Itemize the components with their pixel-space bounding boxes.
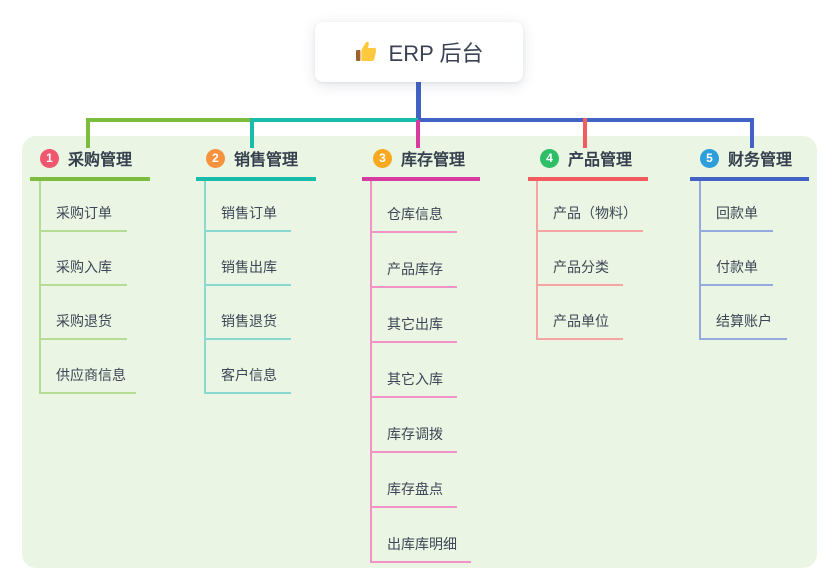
subnode-underline [39,230,127,232]
branch-underline-1 [30,177,150,181]
subnode-underline [370,451,457,453]
root-label: ERP 后台 [388,41,484,66]
branch-underline-3 [362,177,480,181]
subnode-underline [699,284,773,286]
branch-node-3[interactable]: 3 库存管理 [373,147,465,169]
subnode-underline [39,392,136,394]
column-connector-1 [39,181,41,394]
subnode-underline [370,341,457,343]
branch-label-2: 销售管理 [234,152,299,169]
subnode-label[interactable]: 销售订单 [221,205,277,221]
branch-underline-4 [528,177,648,181]
branch-node-1[interactable]: 1 采购管理 [40,147,132,169]
subnode-label[interactable]: 回款单 [716,205,758,221]
branch-label-4: 产品管理 [568,152,633,169]
bus-segment-green [86,118,252,122]
branch-badge-3: 3 [373,148,392,168]
subnode-underline [370,561,471,563]
subnode-label[interactable]: 采购退货 [56,313,112,329]
branch-node-5[interactable]: 5 财务管理 [700,147,792,169]
subnode-label[interactable]: 销售退货 [221,313,277,329]
branch-badge-5: 5 [700,148,719,168]
subnode-underline [370,286,457,288]
column-connector-3 [370,181,372,563]
subnode-underline [536,338,623,340]
subnode-label[interactable]: 产品库存 [387,261,443,277]
branch-label-5: 财务管理 [728,152,793,169]
column-connector-4 [536,181,538,340]
subnode-underline [536,284,623,286]
branch-node-4[interactable]: 4 产品管理 [540,147,632,169]
subnode-label[interactable]: 客户信息 [221,367,277,383]
subnode-underline [699,230,773,232]
root-node[interactable]: ERP 后台 [315,22,523,82]
subnode-label[interactable]: 采购订单 [56,205,112,221]
branch-underline-5 [690,177,809,181]
branch-drop-3 [416,120,420,148]
branch-badge-2: 2 [206,148,225,168]
subnode-label[interactable]: 产品分类 [553,259,609,275]
column-connector-5 [699,181,701,340]
subnode-underline [204,284,291,286]
branch-label-3: 库存管理 [401,152,466,169]
subnode-underline [39,338,127,340]
thumbs-up-icon [355,40,379,64]
connector-root-drop [416,82,421,122]
subnode-label[interactable]: 出库库明细 [387,536,457,552]
subnode-underline [370,396,457,398]
subnode-label[interactable]: 产品单位 [553,313,609,329]
subnode-label[interactable]: 仓库信息 [387,206,443,222]
subnode-label[interactable]: 其它出库 [387,316,443,332]
subnode-underline [39,284,127,286]
branch-drop-1 [86,118,90,148]
subnode-label[interactable]: 付款单 [716,259,758,275]
subnode-label[interactable]: 库存调拨 [387,426,443,442]
branch-badge-4: 4 [540,148,559,168]
branch-badge-1: 1 [40,148,59,168]
branch-drop-2 [250,118,254,148]
subnode-underline [204,392,291,394]
subnode-label[interactable]: 采购入库 [56,259,112,275]
branch-drop-4 [583,118,587,148]
subnode-underline [370,231,457,233]
branch-node-2[interactable]: 2 销售管理 [206,147,298,169]
subnode-label[interactable]: 供应商信息 [56,367,126,383]
subnode-label[interactable]: 库存盘点 [387,481,443,497]
subnode-label[interactable]: 产品（物料） [553,205,637,221]
branches-panel [22,136,817,568]
subnode-underline [204,338,291,340]
subnode-label[interactable]: 结算账户 [716,313,772,329]
subnode-underline [699,338,787,340]
subnode-underline [370,506,457,508]
subnode-underline [536,230,643,232]
subnode-label[interactable]: 其它入库 [387,371,443,387]
branch-drop-5 [750,118,754,148]
branch-label-1: 采购管理 [68,152,133,169]
bus-segment-teal [250,118,420,122]
subnode-label[interactable]: 销售出库 [221,259,277,275]
branch-underline-2 [196,177,316,181]
subnode-underline [204,230,291,232]
column-connector-2 [204,181,206,394]
